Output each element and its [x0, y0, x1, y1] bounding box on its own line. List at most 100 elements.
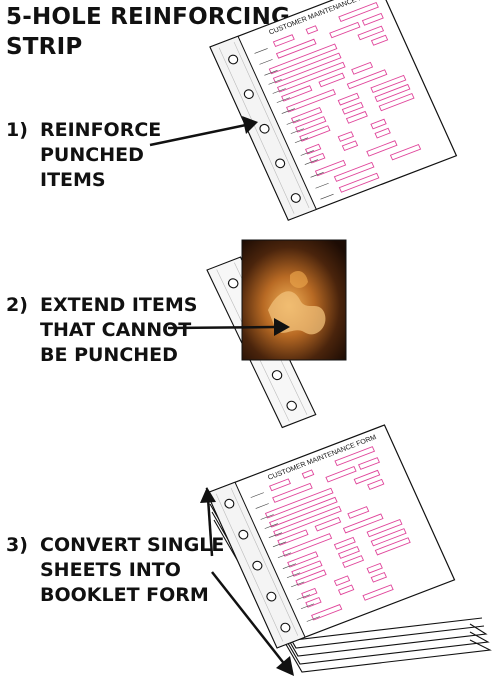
step-1-number: 1): [6, 119, 28, 141]
form-field-box: [353, 469, 381, 485]
form-field-box: [291, 560, 323, 577]
form-field-box: [269, 478, 291, 492]
punched-hole: [238, 529, 249, 540]
form-field-box: [374, 537, 411, 556]
form-field-box: [345, 110, 368, 124]
form-field-box: [370, 74, 407, 94]
form-field-box: [301, 469, 315, 479]
form-field-box: [333, 575, 351, 587]
form-field-box: [325, 466, 357, 483]
reinforced-form-group: CUSTOMER MAINTENANCE FORM: [149, 0, 458, 221]
form-field-box: [273, 505, 342, 537]
form-field-box: [367, 478, 385, 490]
punched-hole: [243, 89, 254, 99]
punched-hole: [290, 193, 301, 203]
punched-hole: [275, 158, 286, 169]
punched-hole: [252, 560, 263, 571]
step-2-arrowhead: [274, 318, 290, 336]
form-field-box: [272, 482, 313, 503]
form-field-box: [301, 587, 318, 599]
step-3-arrow-lower: [211, 571, 287, 667]
step-1-line-1: REINFORCE: [40, 119, 162, 141]
form-field-box: [268, 43, 338, 75]
step-3-number: 3): [6, 534, 28, 556]
step-1-arrow: [149, 123, 247, 147]
form-field-box: [337, 92, 360, 106]
form-field-box: [370, 34, 389, 46]
form-field-box: [366, 562, 383, 574]
strip-1-holes: [228, 54, 301, 203]
step-2-line-2: THAT CANNOT: [40, 319, 192, 341]
form-field-box: [282, 533, 333, 557]
strip-3-holes: [224, 498, 291, 633]
form-field-box: [342, 555, 365, 568]
step-3-line-3: BOOKLET FORM: [40, 584, 209, 606]
form-field-box: [295, 569, 327, 586]
form-field-box: [337, 546, 360, 559]
form-field-box: [318, 72, 346, 88]
form-field-box: [264, 487, 334, 519]
form-field-box: [366, 518, 403, 538]
form-field-box: [281, 85, 313, 102]
form-field-box: [314, 516, 342, 532]
form-field-box: [311, 604, 343, 621]
punched-hole: [266, 591, 277, 602]
form-field-box: [287, 551, 319, 568]
form-field-box: [370, 571, 388, 583]
form-field-box: [338, 172, 380, 193]
form-field-box: [347, 506, 370, 519]
diagram-title: 5-HOLE REINFORCING STRIP: [6, 2, 290, 62]
form-field-box: [309, 152, 326, 164]
step-3-arrowhead-lower: [276, 656, 294, 676]
form-field-box: [358, 457, 380, 470]
step-3-arrow-upper: [206, 497, 214, 557]
punched-hole: [271, 370, 283, 381]
form-field-box: [389, 143, 422, 161]
step-1-line-2: PUNCHED: [40, 144, 144, 166]
form-field-box: [351, 61, 374, 75]
form-field-box: [286, 88, 337, 113]
step-3-line-2: SHEETS INTO: [40, 559, 181, 581]
form-field-box: [378, 93, 415, 112]
step-3-line-1: CONVERT SINGLE: [40, 534, 225, 556]
form-field-box: [361, 12, 384, 26]
form-field-box: [341, 101, 364, 115]
form-field-box: [269, 496, 338, 528]
form-field-box: [362, 584, 394, 601]
punched-hole: [259, 123, 270, 134]
form-field-box: [366, 140, 398, 157]
step-1-arrowhead: [242, 116, 258, 134]
form-field-box: [272, 52, 342, 84]
step-1-line-3: ITEMS: [40, 169, 106, 191]
form-field-box: [334, 446, 376, 467]
punched-hole: [227, 278, 239, 289]
form-field-box: [272, 34, 295, 48]
form-field-box: [305, 597, 322, 608]
form-field-box: [304, 143, 322, 155]
punched-hole: [280, 622, 291, 633]
punched-hole: [286, 400, 297, 411]
step-2-line-3: BE PUNCHED: [40, 344, 178, 366]
form-1-fields: [254, 1, 422, 200]
form-field-box: [329, 21, 361, 39]
title-line-1: 5-HOLE REINFORCING: [6, 4, 291, 30]
form-field-box: [342, 513, 384, 534]
form-field-box: [338, 1, 379, 22]
form-field-box: [299, 125, 331, 142]
form-field-box: [341, 140, 359, 152]
form-field-box: [337, 131, 355, 142]
booklet-stack-group: CUSTOMER MAINTENANCE FORM: [200, 424, 492, 676]
step-3-arrowhead-upper: [200, 487, 216, 503]
form-field-box: [275, 38, 317, 59]
punched-hole: [224, 498, 235, 509]
form-field-box: [305, 25, 319, 35]
form-field-box: [277, 529, 309, 546]
punched-hole: [228, 54, 239, 65]
form-field-box: [314, 159, 347, 177]
form-field-box: [290, 107, 323, 124]
form-field-box: [333, 536, 356, 550]
step-2-number: 2): [6, 294, 28, 316]
extended-photo-group: [167, 239, 347, 429]
form-field-box: [357, 25, 385, 41]
